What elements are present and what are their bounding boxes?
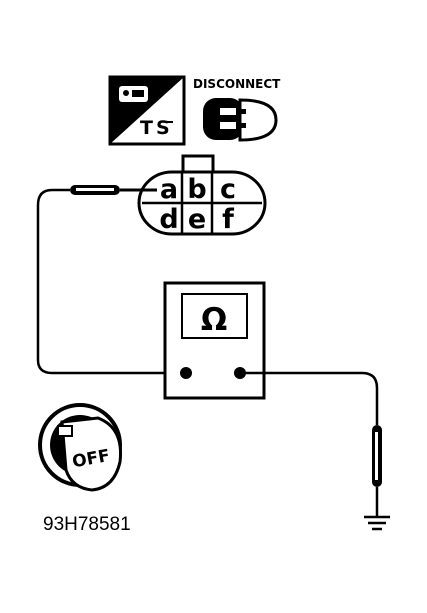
connector-pin-d: d xyxy=(159,204,178,235)
probe-lead-pin-a xyxy=(36,185,184,375)
figure-code: 93H78581 xyxy=(43,514,131,535)
tester-icon: TS xyxy=(108,75,186,146)
disconnect-label: DISCONNECT xyxy=(193,77,281,91)
connector-pin-b: b xyxy=(187,174,206,205)
tester-device-icon xyxy=(119,86,148,102)
tester-badge-label: TS xyxy=(140,117,173,139)
ignition-key-icon: OFF xyxy=(57,416,123,492)
connector-pin-f: f xyxy=(222,204,234,235)
meter-unit-symbol: Ω xyxy=(201,302,227,338)
connector-pin-c: c xyxy=(220,174,236,205)
disconnect-connector-icon xyxy=(203,98,278,142)
ohmmeter: Ω xyxy=(163,281,266,400)
connector-pin-e: e xyxy=(188,204,206,235)
connector-a-f: a b c d e f xyxy=(137,154,267,236)
ground-symbol-icon xyxy=(364,515,390,531)
ground-lead xyxy=(240,371,382,517)
meter-terminal-left xyxy=(180,367,192,379)
connector-pin-a: a xyxy=(160,174,178,205)
ignition-switch-icon: OFF xyxy=(38,403,123,492)
